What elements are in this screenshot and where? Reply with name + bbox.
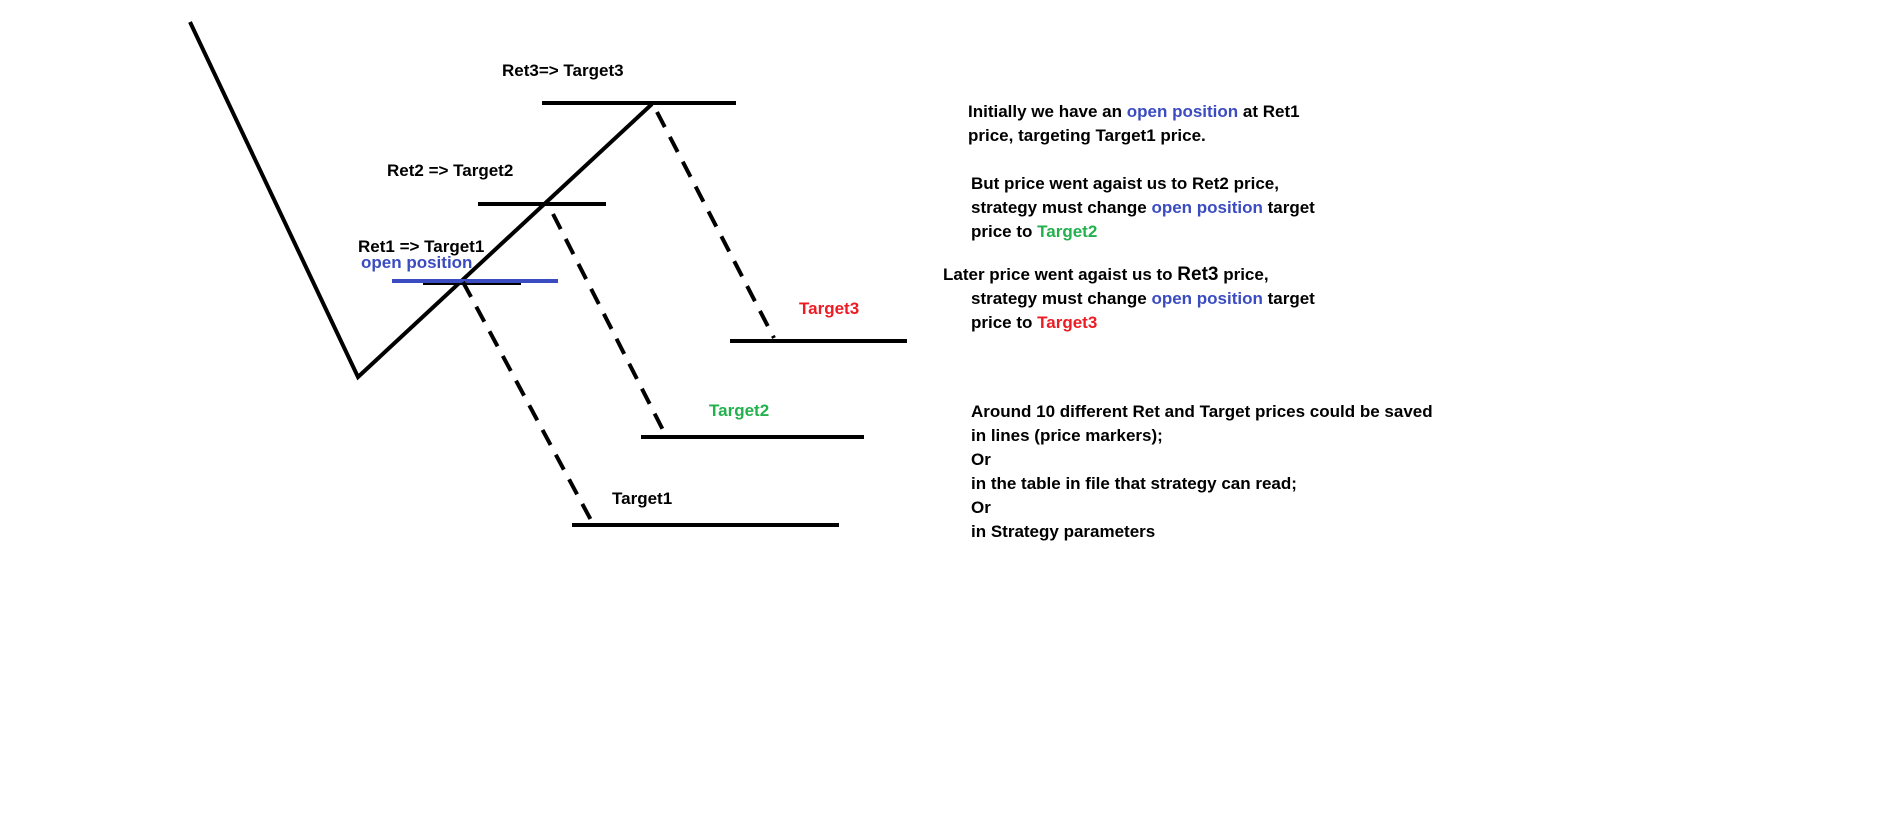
- note3-text-strategy: strategy must change: [971, 289, 1152, 308]
- note2-text-price-to: price to: [971, 222, 1038, 241]
- note4-line5: Or: [971, 498, 991, 517]
- note1-text-c: at Ret1: [1238, 102, 1300, 121]
- note4-line4: in the table in file that strategy can r…: [971, 474, 1297, 493]
- note3-text-price-to: price to: [971, 313, 1038, 332]
- note2-target2: Target2: [1037, 222, 1098, 241]
- note4-line1: Around 10 different Ret and Target price…: [971, 402, 1433, 421]
- note2-line1: But price went agaist us to Ret2 price,: [971, 174, 1279, 193]
- note4-line3: Or: [971, 450, 991, 469]
- note-ret3: Later price went agaist us to Ret3 price…: [943, 263, 1315, 335]
- note3-text-c: price,: [1218, 265, 1269, 284]
- note3-open-position: open position: [1151, 289, 1263, 308]
- note2-open-position: open position: [1151, 198, 1263, 217]
- note2-text-c: target: [1262, 198, 1315, 217]
- note3-text-a: Later price went agaist us to: [943, 265, 1178, 284]
- price-path: [188, 21, 654, 381]
- note4-line2: in lines (price markers);: [971, 426, 1163, 445]
- target1-label: Target1: [612, 489, 672, 508]
- target2-label: Target2: [709, 401, 769, 420]
- note3-text-target: target: [1262, 289, 1315, 308]
- note1-line2: price, targeting Target1 price.: [968, 126, 1206, 145]
- note2-text-a: strategy must change: [971, 198, 1152, 217]
- ret2-label: Ret2 => Target2: [387, 161, 513, 180]
- note3-target3: Target3: [1037, 313, 1098, 332]
- dashed-ret3-to-target3: [655, 111, 776, 339]
- ret3-label: Ret3=> Target3: [502, 61, 624, 80]
- dashed-ret2-to-target2: [551, 213, 668, 437]
- note-storage-options: Around 10 different Ret and Target price…: [971, 400, 1433, 544]
- note-ret2: But price went agaist us to Ret2 price, …: [971, 172, 1315, 244]
- dashed-ret1-to-target1: [461, 281, 594, 523]
- note-initial-position: Initially we have an open position at Re…: [968, 100, 1300, 148]
- note3-ret3: Ret3: [1177, 264, 1219, 285]
- ret1-label: Ret1 => Target1: [358, 237, 484, 256]
- note1-text-a: Initially we have an: [968, 102, 1127, 121]
- note4-line6: in Strategy parameters: [971, 522, 1156, 541]
- note1-open-position: open position: [1126, 102, 1239, 121]
- open-position-label: open position: [361, 253, 472, 272]
- target3-label: Target3: [799, 299, 859, 318]
